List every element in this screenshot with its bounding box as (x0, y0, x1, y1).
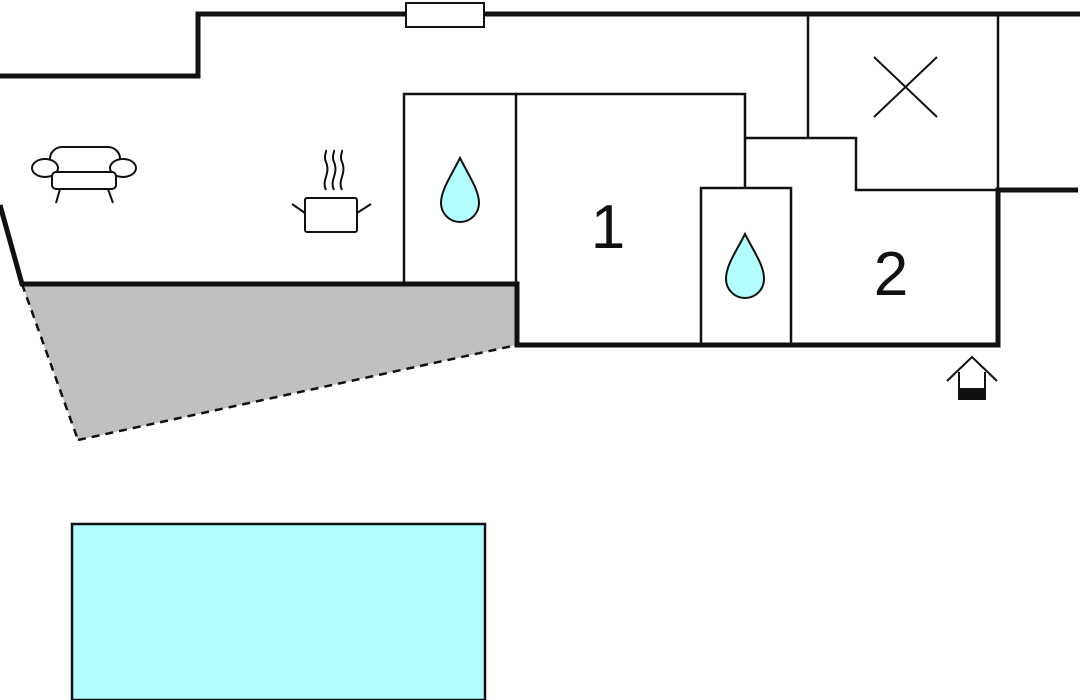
terrace-area (22, 284, 517, 440)
window (405, 2, 485, 28)
room-number-1: 1 (591, 193, 625, 262)
pool-area (70, 522, 487, 700)
terrace-dashed-edge-2 (77, 343, 518, 442)
cross-icon (873, 56, 938, 118)
outer-wall (0, 11, 1080, 79)
hall-wall (745, 136, 998, 192)
water-drop-icon (724, 231, 766, 299)
cooking-pot-icon (291, 149, 372, 233)
water-drop-icon (439, 155, 481, 223)
bedroom-1-wall (516, 92, 747, 188)
entrance-house-icon (946, 355, 998, 400)
bathroom-1-walls (402, 92, 518, 286)
room-number-2: 2 (874, 240, 908, 309)
bathroom-2-walls (699, 186, 793, 347)
sofa-icon (31, 146, 137, 204)
